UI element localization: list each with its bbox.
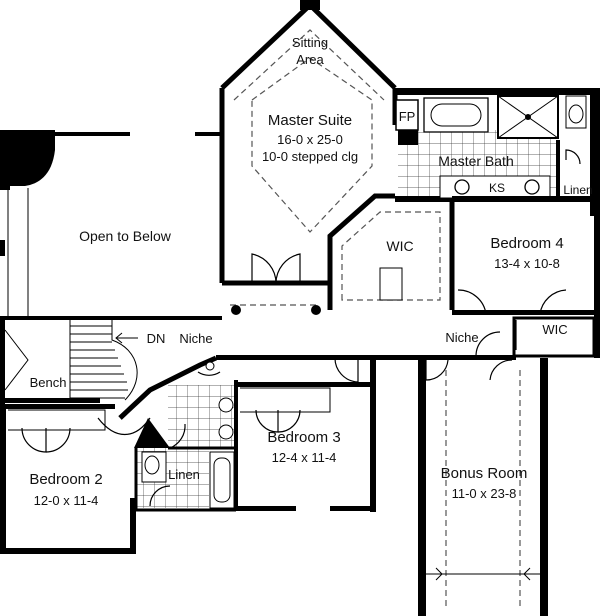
- bench-walls: [0, 320, 100, 410]
- hallway-walls: [118, 331, 516, 420]
- linen-master-label: Linen: [563, 183, 592, 197]
- bedroom3-name: Bedroom 3: [267, 429, 340, 446]
- linen-hall-label: Linen: [168, 467, 200, 482]
- master-suite-name: Master Suite: [268, 112, 352, 129]
- master-suite-ceiling: 10-0 stepped clg: [262, 149, 358, 164]
- bedroom4-size: 13-4 x 10-8: [494, 256, 560, 271]
- master-bath-label: Master Bath: [438, 153, 513, 169]
- bonus-room-size: 11-0 x 23-8: [452, 486, 517, 501]
- master-suite-size: 16-0 x 25-0: [277, 132, 343, 147]
- hall-bath-walls: [134, 380, 238, 512]
- wic-master-label: WIC: [386, 238, 413, 254]
- bedroom4-walls: [452, 196, 600, 358]
- bonus-room-walls: [418, 358, 548, 616]
- bedroom2-name: Bedroom 2: [29, 471, 102, 488]
- wic-master-walls: [327, 193, 455, 310]
- sitting-area-label-line1: Sitting: [292, 35, 328, 50]
- ks-label: KS: [489, 181, 505, 195]
- bedroom3-size: 12-4 x 11-4: [272, 450, 337, 465]
- niche-left-label: Niche: [179, 331, 212, 346]
- bedroom4-name: Bedroom 4: [490, 235, 563, 252]
- bench-label: Bench: [30, 375, 67, 390]
- dn-label: DN: [147, 331, 166, 346]
- bathtub: [423, 97, 489, 133]
- fp-label: FP: [399, 109, 416, 124]
- wic-bed4-label: WIC: [542, 322, 567, 337]
- bedroom3-walls: [236, 358, 376, 512]
- sitting-area-label-line2: Area: [296, 52, 324, 67]
- open-to-below-walls: [0, 130, 330, 320]
- bedroom2-size: 12-0 x 11-4: [34, 493, 99, 508]
- open-to-below-label: Open to Below: [79, 228, 172, 244]
- niche-right-label: Niche: [445, 330, 478, 345]
- bonus-room-name: Bonus Room: [441, 465, 528, 482]
- stairs: [69, 320, 138, 401]
